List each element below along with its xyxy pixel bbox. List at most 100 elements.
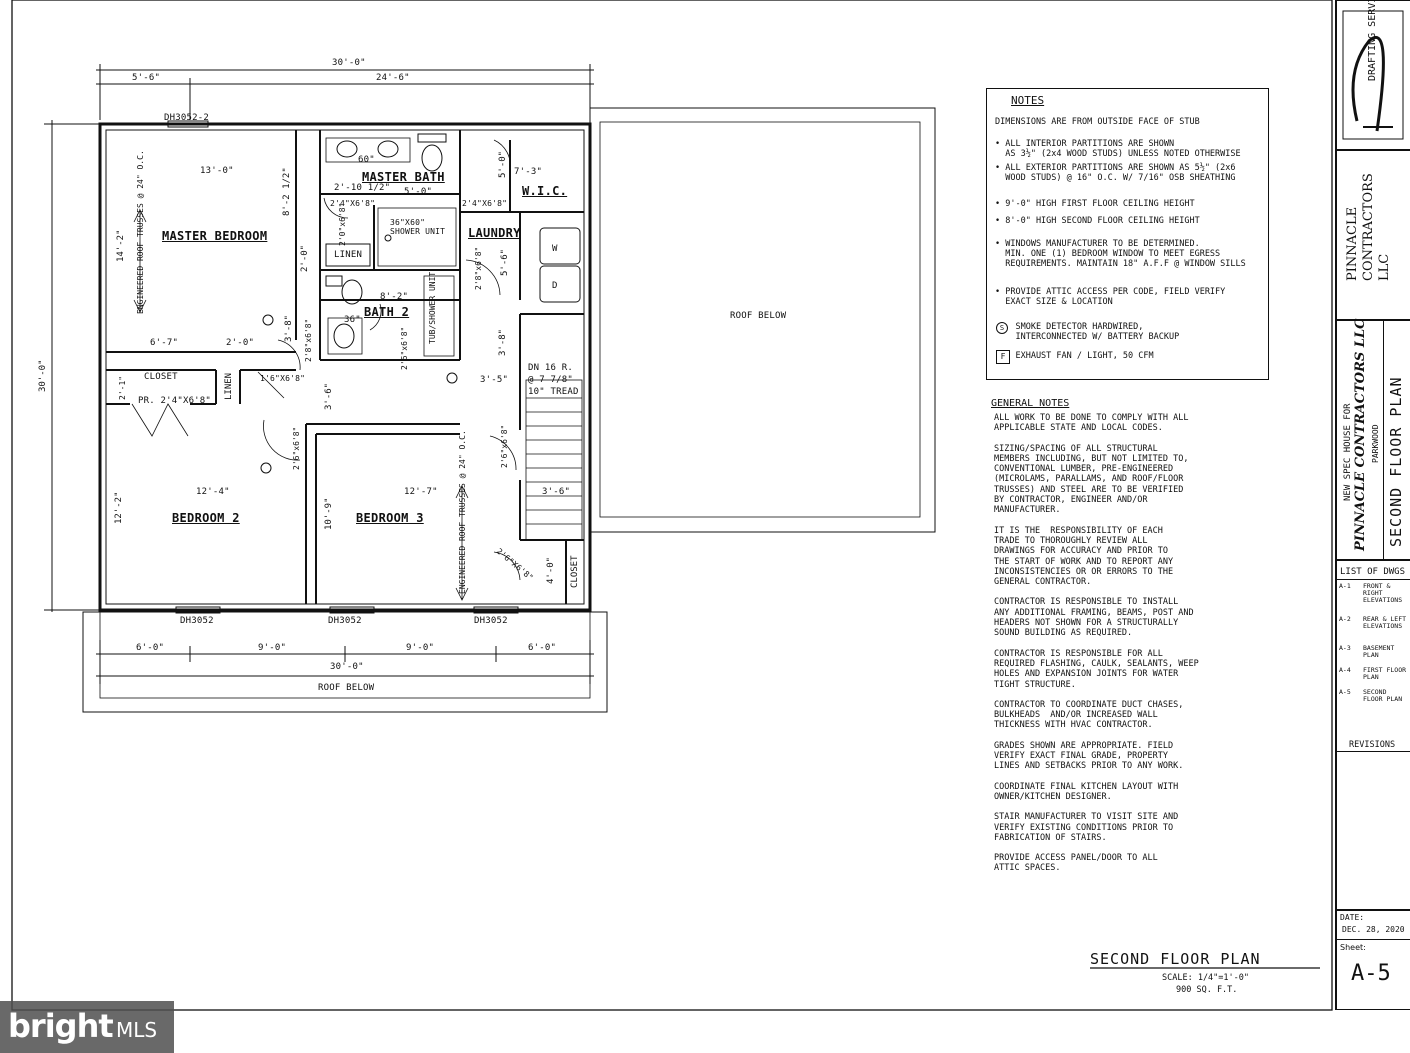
title-block: DRAFTING SERVICE PINNACLE CONTRACTORS LL… [1335,0,1410,1010]
window-label-1: DH3052-2 [164,113,209,123]
note-item: DIMENSIONS ARE FROM OUTSIDE FACE OF STUB [995,117,1200,127]
closet-door: 1'6"x6'8" [260,374,306,383]
general-note: PROVIDE ACCESS PANEL/DOOR TO ALL ATTIC S… [994,853,1158,874]
shower-unit: 36"x60" SHOWER UNIT [390,218,446,236]
dim-b3-width: 12'-7" [404,487,438,497]
window-label-4: DH3052 [474,616,508,626]
room-bedroom-2: BEDROOM 2 [172,511,240,525]
bath2-vanity: 36" [344,315,361,325]
footer-title: SECOND FLOOR PLAN [1090,950,1261,968]
dim-mb-2: 2'-0" [300,244,310,272]
bedroom3-door: 2'6"x6'8" [500,424,509,468]
linen-1: LINEN [334,250,363,260]
revisions-title: REVISIONS [1349,740,1396,750]
closet-1: CLOSET [144,372,178,382]
dryer-label: D [552,281,558,291]
stair-treads [525,379,583,541]
dim-overall-bottom: 30'-0" [330,662,364,672]
project-line-2: PINNACLE CONTRACTORS LLC [1353,318,1368,551]
exhaust-fan-icon: F [996,350,1010,364]
footer-scale: SCALE: 1/4"=1'-0" [1162,973,1249,983]
sheet-border [11,0,1333,1011]
note-item: • ALL EXTERIOR PARTITIONS ARE SHOWN AS 5… [995,163,1236,183]
dwg-row-name: BASEMENT PLAN [1363,644,1395,659]
general-note: CONTRACTOR IS RESPONSIBLE FOR ALL REQUIR… [994,648,1199,690]
general-notes-title: GENERAL NOTES [991,398,1070,409]
truss-note-2: ENGINEERED ROOF TRUSSES @ 24" O.C. [458,430,467,594]
dim-b3-height: 10'-9" [324,497,334,530]
sink-left [336,140,358,158]
date-sheet-box: DATE: DEC. 28, 2020 Sheet: A-5 [1336,910,1410,1010]
stair-riser: @ 7 7/8" [528,375,573,385]
footer-area: 900 SQ. F.T. [1176,985,1238,995]
sink-right [377,140,399,158]
bath2-door-2: 2'8"x6'8" [304,318,313,362]
dim-b2-height: 12'-2" [114,491,124,524]
dwg-row-num: A-5 [1339,688,1351,696]
window-label-2: DH3052 [180,616,214,626]
dim-mb-width: 13'-0" [200,166,234,176]
dim-bottom-1: 6'-0" [136,643,165,653]
sheet-label: Sheet: [1340,943,1366,952]
drafting-logo-icon [1342,10,1404,140]
general-note: STAIR MANUFACTURER TO VISIT SITE AND VER… [994,812,1179,843]
company-box: PINNACLE CONTRACTORS LLC [1336,150,1410,320]
sheet-title-vertical: SECOND FLOOR PLAN [1387,376,1405,547]
room-bedroom-3: BEDROOM 3 [356,511,424,525]
general-note: SIZING/SPACING OF ALL STRUCTURAL MEMBERS… [994,443,1189,516]
dim-laundry-height: 5'-6" [500,248,510,276]
dim-closet-w1: 2'-1" [118,375,127,400]
general-note: COORDINATE FINAL KITCHEN LAYOUT WITH OWN… [994,781,1179,802]
door-2-4-b: 2'4"x6'8" [462,199,508,208]
dim-mb-w3: 2'-0" [226,338,255,348]
closet-2: CLOSET [570,555,580,588]
dim-mbath-d: 2'-10 1/2" [334,183,391,193]
dim-overall-left: 30'-0" [38,359,48,392]
dwg-row-name: FRONT & RIGHT ELEVATIONS [1363,582,1403,604]
notes-title: NOTES [1011,94,1045,107]
note-item: • PROVIDE ATTIC ACCESS PER CODE, FIELD V… [995,287,1226,307]
vanity-60: 60" [358,155,375,165]
dim-top-left: 5'-6" [132,73,161,83]
general-note: IT IS THE RESPONSIBILITY OF EACH TRADE T… [994,525,1174,588]
dim-hall-height: 3'-8" [498,328,508,356]
dwg-list-box: LIST OF DWGS A-1 FRONT & RIGHT ELEVATION… [1336,560,1410,910]
dim-bath2-width: 8'-2" [380,292,409,302]
logo-box: DRAFTING SERVICE [1336,0,1410,150]
dwg-list-title: LIST OF DWGS [1340,567,1406,577]
smoke-detector-icon: S [996,322,1008,334]
dim-hall-width: 3'-6" [324,382,334,410]
date-label: DATE: [1340,913,1365,922]
exterior-walls [98,122,592,612]
dwg-row-num: A-4 [1339,666,1351,674]
drafting-service: DRAFTING SERVICE [1367,0,1378,81]
dim-closet2-height: 4'-0" [546,556,556,584]
general-note: CONTRACTOR IS RESPONSIBLE TO INSTALL ANY… [994,597,1194,639]
truss-note-1: ENGINEERED ROOF TRUSSES @ 24" O.C. [136,150,145,314]
laundry-door: 2'8"x6'8" [474,246,483,290]
general-note: GRADES SHOWN ARE APPROPRIATE. FIELD VERI… [994,740,1184,772]
pr-door: PR. 2'4"x6'8" [138,396,212,406]
note-item: EXHAUST FAN / LIGHT, 50 CFM [995,351,1154,361]
room-laundry: LAUNDRY [468,226,521,240]
dim-b2-width: 12'-4" [196,487,230,497]
stair-tread: 10" TREAD [528,387,579,397]
door-2-0: 2'0"x6'8" [338,202,347,246]
dim-bottom-4: 6'-0" [528,643,557,653]
roof-below-right: ROOF BELOW [730,311,787,321]
date-value: DEC. 28, 2020 [1342,925,1405,934]
dim-stair-width: 3'-5" [480,375,509,385]
dim-mbath-width: 5'-0" [404,187,433,197]
note-item: • ALL INTERIOR PARTITIONS ARE SHOWN AS 3… [995,139,1241,159]
note-item: • WINDOWS MANUFACTURER TO BE DETERMINED.… [995,239,1246,269]
bath2-door: 2'6"x6'8" [400,326,409,370]
dim-bottom-2: 9'-0" [258,643,287,653]
room-wic: W.I.C. [522,184,568,198]
dwg-row-name: FIRST FLOOR PLAN [1363,666,1407,681]
note-item: SMOKE DETECTOR HARDWIRED, INTERCONNECTED… [1015,322,1180,342]
dim-overall-top: 30'-0" [332,58,366,68]
door-2-4-a: 2'4"x6'8" [330,199,376,208]
note-item: • 8'-0" HIGH SECOND FLOOR CEILING HEIGHT [995,216,1200,226]
dwg-row-name: SECOND FLOOR PLAN [1363,688,1403,703]
